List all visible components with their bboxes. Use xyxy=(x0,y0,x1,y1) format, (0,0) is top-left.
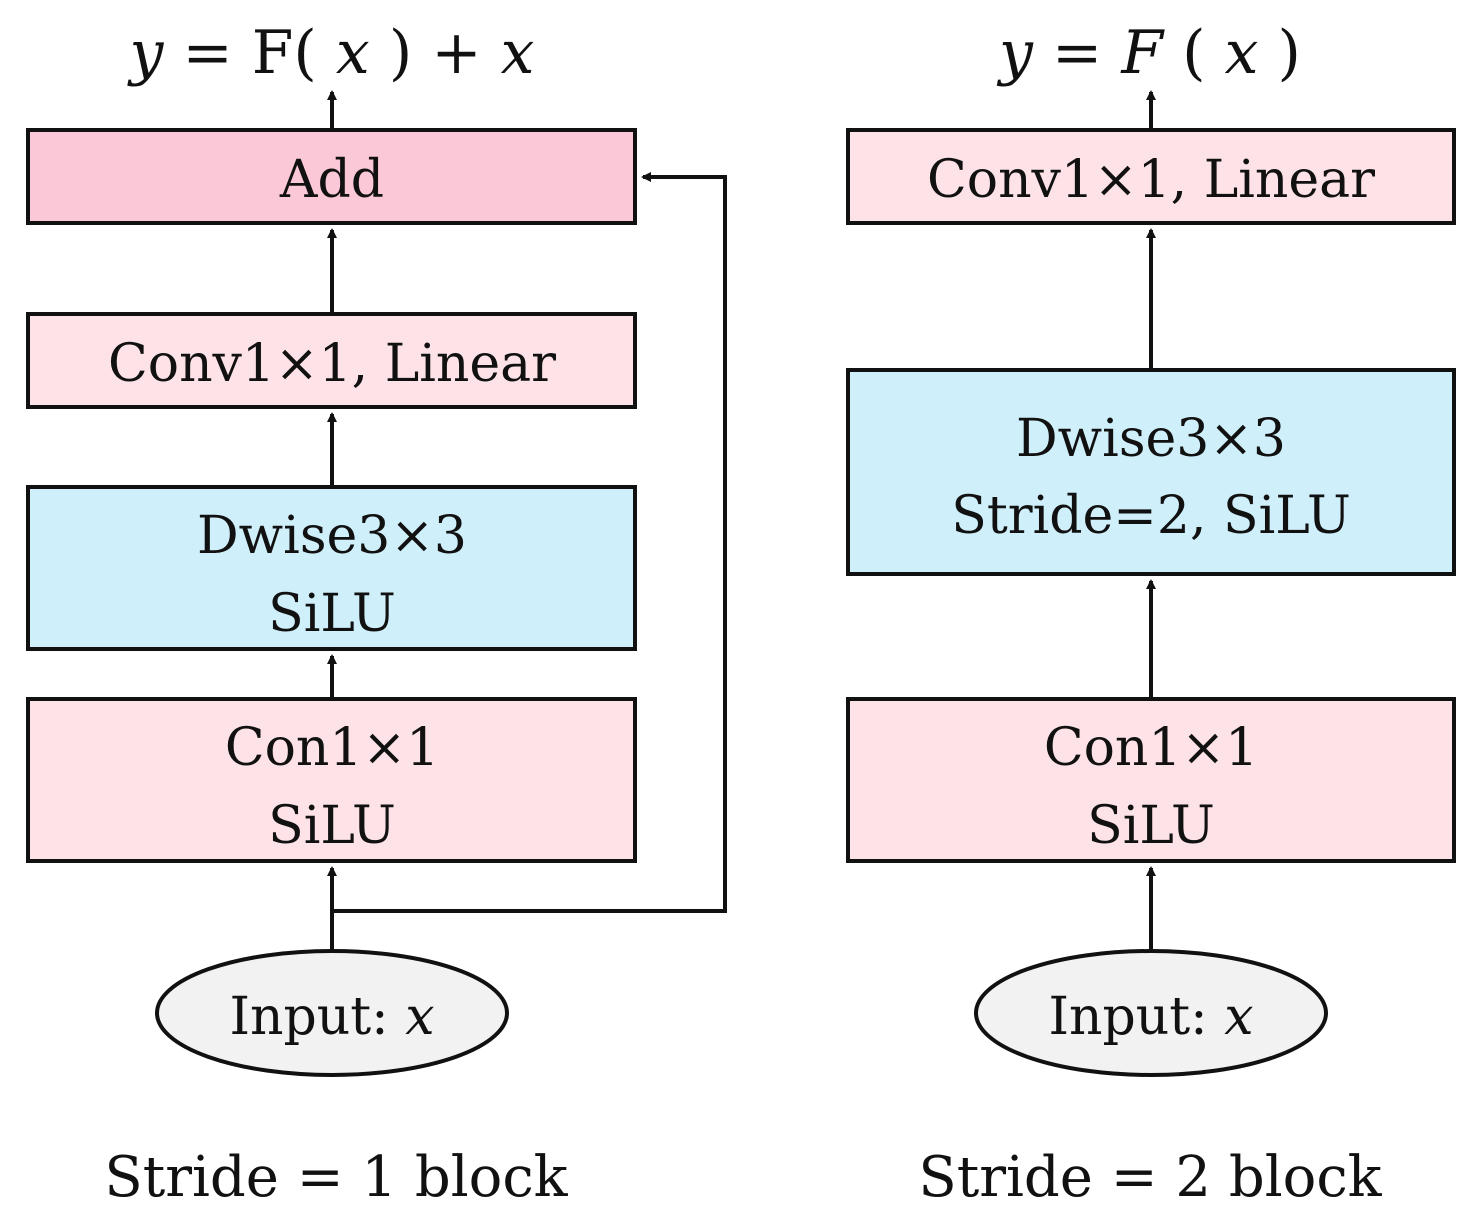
input-node: Input: x xyxy=(155,949,509,1077)
stride2-block: y = F ( x ) Conv1×1, Linear Dwise3×3 Str… xyxy=(846,18,1456,1210)
input-label: Input: x xyxy=(229,987,434,1047)
expand-conv-rect xyxy=(846,697,1456,863)
linear-conv-rect xyxy=(846,128,1456,225)
formula-x-skip: x xyxy=(501,18,535,88)
dwise-rect xyxy=(26,485,637,651)
input-variable: x xyxy=(1224,987,1253,1047)
input-node: Input: x xyxy=(974,949,1328,1077)
linear-conv-label: Conv1×1, Linear xyxy=(927,150,1375,210)
input-ellipse xyxy=(974,949,1328,1077)
expand-conv-box: Con1×1 SiLU xyxy=(846,697,1456,863)
skip-connection-arrow xyxy=(332,172,727,913)
add-box-rect xyxy=(26,128,637,225)
dwise-box: Dwise3×3 Stride=2, SiLU xyxy=(846,368,1456,576)
linear-conv-rect xyxy=(26,312,637,409)
linear-conv-label: Conv1×1, Linear xyxy=(108,334,556,394)
formula-f: F xyxy=(1120,18,1165,88)
formula-plus: ) + xyxy=(389,18,501,88)
input-prefix: Input: xyxy=(1048,987,1224,1047)
formula-eq: = xyxy=(1052,18,1121,88)
dwise-box: Dwise3×3 SiLU xyxy=(26,485,637,651)
input-ellipse xyxy=(155,949,509,1077)
expand-conv-activation-label: SiLU xyxy=(1087,796,1215,856)
expand-conv-activation-label: SiLU xyxy=(268,796,396,856)
dwise-label: Dwise3×3 xyxy=(1016,409,1286,469)
expand-conv-label: Con1×1 xyxy=(1044,718,1258,778)
dwise-activation-label: SiLU xyxy=(268,584,396,644)
expand-conv-box: Con1×1 SiLU xyxy=(26,697,637,863)
linear-conv-box: Conv1×1, Linear xyxy=(26,312,637,409)
stride2-formula: y = F ( x ) xyxy=(996,18,1301,88)
stride1-formula: y = F( x ) + x xyxy=(126,18,534,88)
formula-close-paren: ) xyxy=(1278,18,1301,88)
formula-eq-f: = F( xyxy=(182,18,316,88)
formula-open-paren: ( xyxy=(1182,18,1205,88)
formula-y: y xyxy=(126,18,164,88)
dwise-label: Dwise3×3 xyxy=(197,506,467,566)
input-label: Input: x xyxy=(1048,987,1253,1047)
formula-y: y xyxy=(996,18,1034,88)
expand-conv-rect xyxy=(26,697,637,863)
dwise-stride-label: Stride=2, SiLU xyxy=(951,486,1351,546)
linear-conv-box: Conv1×1, Linear xyxy=(846,128,1456,225)
stride1-block: y = F( x ) + x Add Conv1×1, Linear Dwise… xyxy=(26,18,727,1210)
stride1-caption: Stride = 1 block xyxy=(104,1145,568,1210)
expand-conv-label: Con1×1 xyxy=(225,718,439,778)
dwise-rect xyxy=(846,368,1456,576)
add-label: Add xyxy=(279,150,384,210)
input-prefix: Input: xyxy=(229,987,405,1047)
input-variable: x xyxy=(405,987,434,1047)
formula-x: x xyxy=(1225,18,1259,88)
formula-x: x xyxy=(336,18,370,88)
stride2-caption: Stride = 2 block xyxy=(918,1145,1382,1210)
add-box: Add xyxy=(26,128,637,225)
